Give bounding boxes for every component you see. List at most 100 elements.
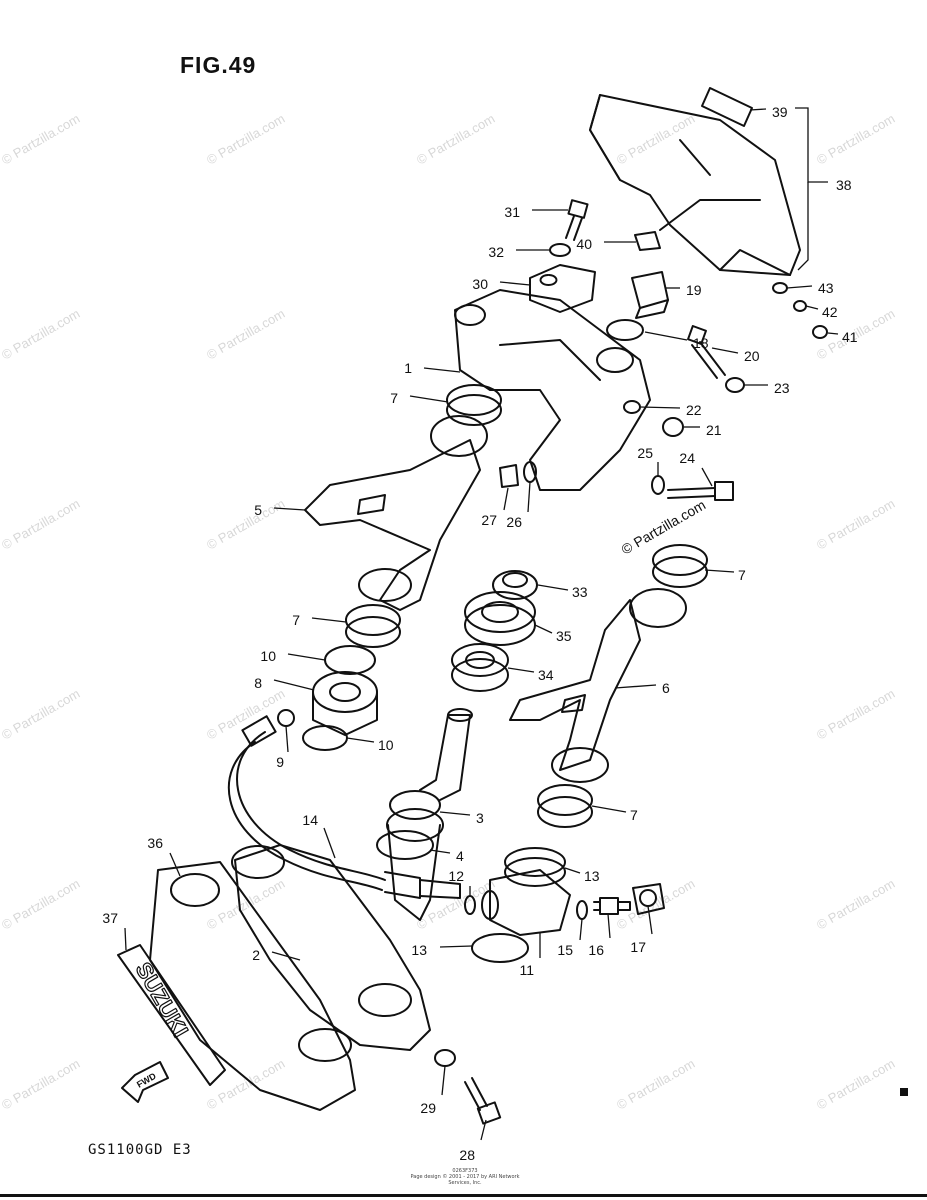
part-number-label: 42 bbox=[822, 304, 838, 320]
part-number-label: 28 bbox=[459, 1147, 475, 1163]
part-number-label: 11 bbox=[519, 962, 534, 978]
nut-29 bbox=[434, 1049, 456, 1067]
part-number-label: 43 bbox=[818, 280, 834, 296]
leader-line bbox=[591, 805, 627, 813]
nut-42 bbox=[793, 300, 807, 312]
bolt-28 bbox=[464, 1077, 502, 1125]
leader-line bbox=[409, 395, 449, 403]
part-number-label: 13 bbox=[584, 868, 600, 884]
upper-bracket-1 bbox=[454, 289, 651, 491]
brake-hose-joint-8 bbox=[312, 671, 378, 736]
watermark: © Partzilla.com bbox=[204, 496, 287, 553]
steering-nut-33 bbox=[492, 570, 538, 600]
watermark: © Partzilla.com bbox=[814, 686, 897, 743]
leader-line bbox=[786, 285, 813, 289]
part-number-label: 10 bbox=[260, 648, 276, 664]
part-number-label: 25 bbox=[637, 445, 653, 461]
bolt-24 bbox=[667, 481, 734, 501]
dust-seal-7-mid-left bbox=[345, 604, 401, 648]
washer-32 bbox=[549, 243, 571, 257]
part-number-label: 17 bbox=[630, 939, 646, 955]
part-number-label: 29 bbox=[420, 1100, 436, 1116]
part-number-label: 8 bbox=[254, 675, 262, 691]
bearing-35 bbox=[464, 591, 536, 646]
figure-title: FIG.49 bbox=[180, 52, 257, 78]
cap-nut-27 bbox=[499, 464, 519, 488]
part-number-label: 5 bbox=[254, 502, 262, 518]
part-number-label: 26 bbox=[506, 514, 522, 530]
leader-line bbox=[439, 811, 471, 816]
part-number-label: 6 bbox=[662, 680, 670, 696]
part-number-label: 9 bbox=[276, 754, 284, 770]
leader-line bbox=[647, 905, 653, 935]
watermark: © Partzilla.com bbox=[814, 111, 897, 168]
leader-line bbox=[285, 725, 289, 753]
part-number-label: 13 bbox=[411, 942, 427, 958]
watermark: © Partzilla.com bbox=[0, 111, 82, 168]
lower-bracket-2 bbox=[231, 844, 431, 1051]
leader-line bbox=[639, 406, 681, 409]
leader-line bbox=[346, 737, 375, 743]
stem-nut-19 bbox=[631, 271, 669, 319]
dust-seal-7-right-bottom bbox=[537, 784, 593, 828]
leader-line bbox=[499, 281, 531, 286]
leader-line bbox=[423, 367, 461, 373]
leader-line bbox=[795, 107, 828, 183]
part-number-label: 7 bbox=[738, 567, 746, 583]
part-number-label: 36 bbox=[147, 835, 163, 851]
page-edge-mark bbox=[900, 1088, 908, 1096]
footer-copyright: Page design © 2001 - 2017 by ARI Network… bbox=[410, 1174, 520, 1186]
cover-emblem-39 bbox=[701, 87, 753, 127]
part-number-label: 40 bbox=[576, 236, 592, 252]
part-number-label: 30 bbox=[472, 276, 488, 292]
leader-line bbox=[711, 347, 739, 354]
leader-line bbox=[311, 617, 347, 623]
part-number-label: 12 bbox=[448, 868, 464, 884]
washer-25 bbox=[651, 475, 665, 495]
part-number-label: 32 bbox=[488, 244, 504, 260]
gasket-15 bbox=[576, 900, 588, 920]
nut-22 bbox=[623, 400, 641, 414]
leader-line bbox=[537, 584, 569, 591]
gasket-9 bbox=[277, 709, 295, 727]
leader-line bbox=[323, 827, 336, 859]
leader-line bbox=[273, 507, 306, 511]
part-number-label: 33 bbox=[572, 584, 588, 600]
brake-junction-11 bbox=[481, 869, 571, 936]
washer-10-upper bbox=[324, 645, 376, 675]
leader-line bbox=[480, 1119, 487, 1141]
leader-line bbox=[507, 667, 535, 673]
lower-cover-36 bbox=[149, 861, 356, 1111]
footer-code: 0263F373 bbox=[452, 1168, 478, 1174]
emblem-plate-37: SUZUKI bbox=[117, 944, 226, 1086]
part-number-label: 41 bbox=[842, 329, 858, 345]
part-number-label: 38 bbox=[836, 177, 852, 193]
leader-line bbox=[701, 467, 713, 487]
watermark: © Partzilla.com bbox=[204, 1056, 287, 1113]
handlebar-clamp-30 bbox=[529, 264, 596, 313]
part-number-label: 7 bbox=[292, 612, 300, 628]
part-number-label: 7 bbox=[390, 390, 398, 406]
forward-arrow-icon bbox=[121, 1061, 169, 1103]
leader-line bbox=[564, 867, 581, 874]
watermark: © Partzilla.com bbox=[614, 111, 697, 168]
part-number-label: 16 bbox=[588, 942, 604, 958]
leader-line bbox=[644, 331, 688, 341]
leader-line bbox=[827, 332, 839, 335]
leader-line bbox=[704, 569, 735, 573]
part-number-label: 15 bbox=[557, 942, 573, 958]
leader-line bbox=[527, 481, 531, 513]
leader-line bbox=[169, 852, 181, 877]
part-number-label: 37 bbox=[102, 910, 118, 926]
handlebar-cover-38 bbox=[589, 94, 801, 276]
screw-41 bbox=[812, 325, 828, 339]
watermark: © Partzilla.com bbox=[0, 876, 82, 933]
watermark: © Partzilla.com bbox=[614, 1056, 697, 1113]
part-number-label: 14 bbox=[302, 812, 318, 828]
washer-18 bbox=[606, 319, 644, 341]
watermark: © Partzilla.com bbox=[814, 1056, 897, 1113]
leader-line bbox=[271, 951, 301, 961]
part-number-label: 4 bbox=[456, 848, 464, 864]
